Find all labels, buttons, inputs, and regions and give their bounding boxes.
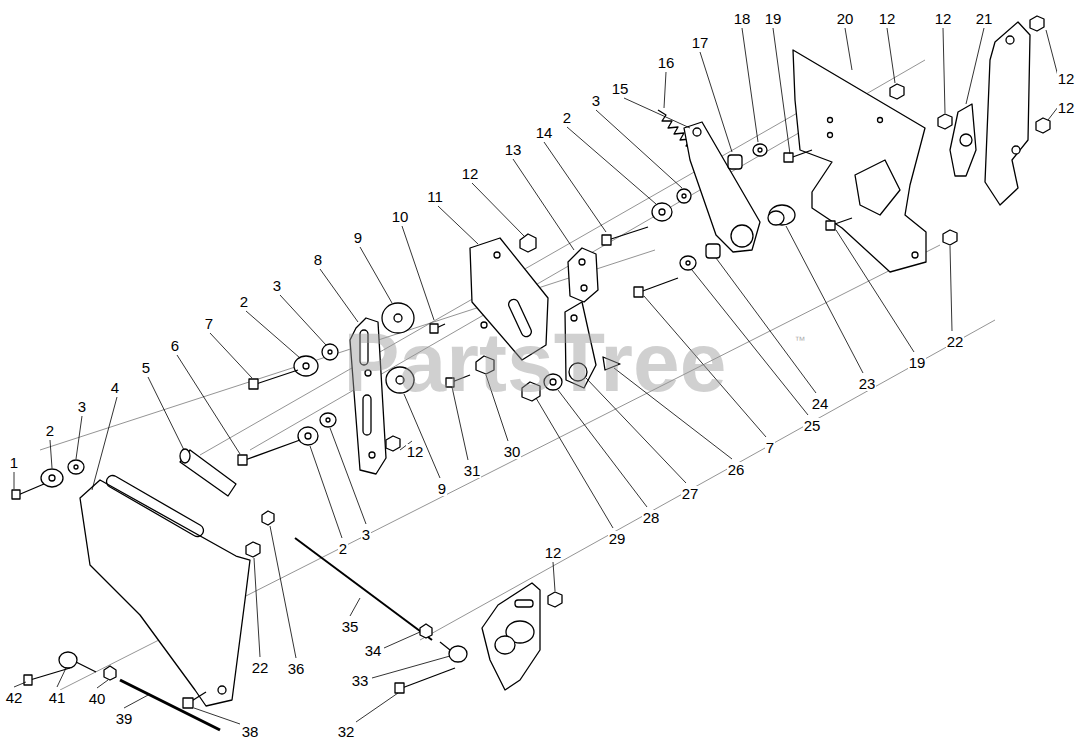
callout-number: 12 — [544, 545, 563, 560]
callout-number: 29 — [608, 531, 627, 546]
callout-number: 12 — [1057, 71, 1076, 86]
callout-number: 11 — [426, 189, 444, 204]
callout-number: 30 — [503, 444, 522, 459]
callout-number: 12 — [1057, 100, 1076, 115]
callout-number: 20 — [836, 11, 855, 26]
callout-number: 3 — [361, 527, 371, 542]
callout-number: 19 — [908, 355, 927, 370]
callout-number: 2 — [239, 294, 249, 309]
callout-number: 25 — [803, 418, 822, 433]
callout-number: 23 — [858, 376, 877, 391]
callout-number: 3 — [77, 399, 87, 414]
callout-number: 17 — [691, 35, 710, 50]
callout-number: 1 — [9, 455, 19, 470]
callout-number: 38 — [241, 724, 260, 739]
callout-number: 2 — [338, 541, 348, 556]
callout-number: 8 — [313, 252, 323, 267]
callout-number: 13 — [504, 142, 523, 157]
callout-number: 3 — [272, 278, 282, 293]
callout-number: 42 — [5, 690, 24, 705]
callout-number: 39 — [115, 711, 134, 726]
leader-lines — [14, 28, 1058, 724]
callout-number: 26 — [727, 462, 746, 477]
callout-number: 10 — [391, 209, 410, 224]
watermark: PartsTree — [344, 320, 727, 404]
callout-number: 27 — [681, 486, 700, 501]
callout-number: 2 — [45, 423, 55, 438]
callout-number: 4 — [110, 380, 120, 395]
callout-number: 7 — [204, 316, 214, 331]
callout-number: 6 — [170, 338, 180, 353]
callout-number: 2 — [562, 110, 572, 125]
callout-number: 33 — [351, 673, 370, 688]
callout-number: 40 — [88, 691, 107, 706]
callout-number: 14 — [535, 125, 554, 140]
callout-number: 28 — [642, 510, 661, 525]
callout-number: 9 — [437, 481, 447, 496]
callout-number: 24 — [811, 396, 830, 411]
callout-number: 34 — [364, 643, 383, 658]
callout-number: 36 — [287, 661, 306, 676]
callout-number: 35 — [341, 619, 360, 634]
trademark-sign: ™ — [795, 335, 806, 346]
parts — [12, 16, 1050, 730]
callout-number: 9 — [353, 230, 363, 245]
callout-number: 5 — [141, 360, 151, 375]
callout-number: 3 — [591, 93, 601, 108]
callout-number: 7 — [765, 440, 775, 455]
callout-number: 22 — [251, 660, 270, 675]
callout-number: 32 — [337, 724, 356, 739]
callout-number: 18 — [733, 11, 752, 26]
callout-number: 12 — [406, 444, 425, 459]
callout-number: 15 — [611, 81, 630, 96]
callout-number: 41 — [48, 690, 67, 705]
callout-number: 12 — [461, 166, 480, 181]
callout-number: 22 — [946, 334, 965, 349]
callout-number: 21 — [975, 11, 994, 26]
callout-number: 19 — [764, 11, 783, 26]
callout-number: 12 — [934, 11, 953, 26]
callout-number: 31 — [463, 463, 482, 478]
callout-number: 12 — [878, 11, 897, 26]
callout-number: 16 — [657, 55, 676, 70]
